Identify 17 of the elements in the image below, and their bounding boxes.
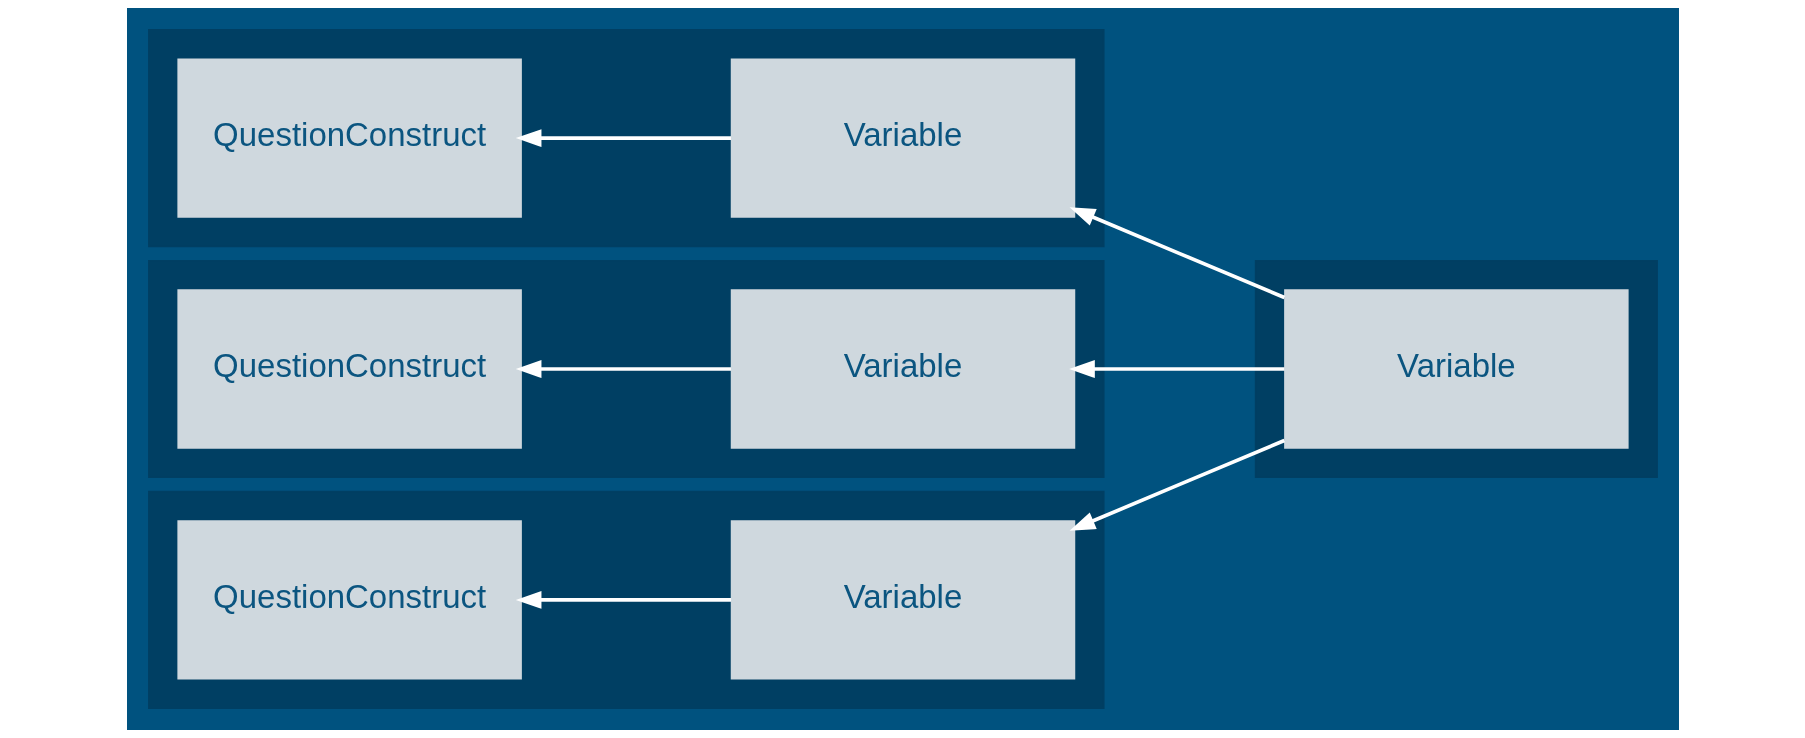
- arrow: [1069, 207, 1285, 300]
- cluster: [147, 29, 1105, 248]
- node-box: QuestionConstruct: [176, 520, 522, 680]
- arrow: [1069, 438, 1285, 531]
- node-box: QuestionConstruct: [176, 58, 522, 218]
- node-box: Variable: [1283, 289, 1629, 449]
- arrow: [515, 360, 731, 378]
- cluster: [1254, 259, 1658, 479]
- arrow: [1068, 360, 1284, 378]
- node-box: Variable: [730, 520, 1075, 680]
- arrow: [515, 590, 731, 609]
- cluster: [147, 259, 1105, 479]
- cluster: [147, 490, 1105, 709]
- node-box: QuestionConstruct: [176, 289, 522, 449]
- node-box: Variable: [730, 58, 1075, 218]
- arrow: [515, 129, 731, 148]
- node-box: Variable: [730, 289, 1075, 449]
